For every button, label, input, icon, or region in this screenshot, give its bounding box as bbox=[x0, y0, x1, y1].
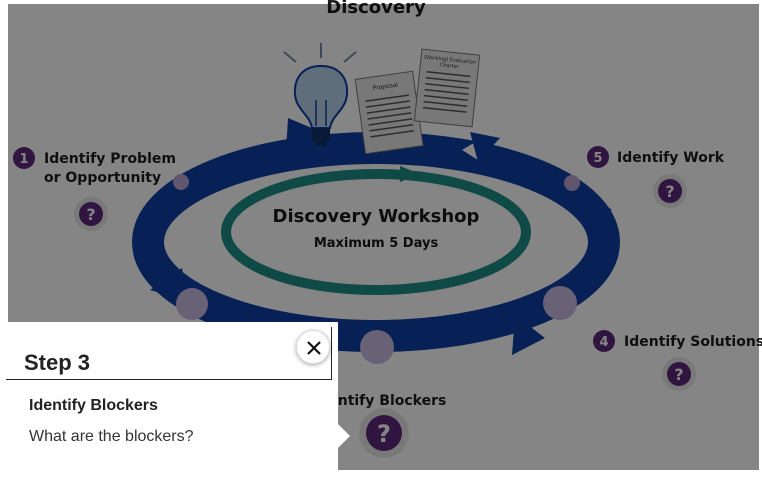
step-dot-1 bbox=[173, 174, 189, 190]
step-popup: Step 3 Identify Blockers What are the bl… bbox=[0, 322, 350, 478]
step-4-label: Identify Solutions bbox=[624, 334, 762, 350]
step-4-badge bbox=[593, 330, 615, 352]
help-icon: ? bbox=[377, 420, 391, 448]
step-4-number: 4 bbox=[599, 335, 608, 350]
close-icon bbox=[307, 341, 321, 355]
workshop-ring bbox=[221, 166, 531, 295]
proposal-title: Proposal bbox=[372, 81, 399, 92]
charter-document: (Working) Evaluation Charter bbox=[413, 48, 481, 128]
step-1-badge bbox=[13, 147, 35, 169]
diagram-title: Discovery bbox=[326, 0, 426, 18]
step-5-badge bbox=[587, 146, 609, 168]
popup-header bbox=[6, 327, 332, 380]
center-title: Discovery Workshop bbox=[273, 206, 480, 227]
step-dot-2 bbox=[176, 288, 208, 320]
step-3-label-group: Identify Blockers bbox=[313, 393, 446, 409]
step-dot-3 bbox=[360, 330, 394, 364]
charter-title-line1: (Working) Evaluation bbox=[424, 54, 477, 65]
step-5-number: 5 bbox=[593, 151, 602, 166]
step-5-label-group: 5 Identify Work bbox=[587, 146, 725, 168]
lightbulb-icon bbox=[283, 43, 357, 146]
center-subtitle: Maximum 5 Days bbox=[314, 236, 439, 251]
help-icon: ? bbox=[674, 365, 683, 384]
close-button[interactable] bbox=[296, 330, 330, 364]
charter-title-line2: Charter bbox=[440, 62, 460, 70]
step-1-label: Identify Problem bbox=[44, 151, 176, 167]
popup-pointer bbox=[336, 422, 350, 450]
step-3-help-button[interactable]: ? bbox=[359, 408, 409, 458]
help-icon: ? bbox=[665, 182, 674, 201]
popup-step-label: Step 3 bbox=[24, 350, 91, 375]
step-1-label-line2: or Opportunity bbox=[44, 170, 161, 186]
popup-title: Identify Blockers bbox=[29, 397, 158, 414]
step-3-label: Identify Blockers bbox=[313, 393, 446, 409]
step-1-help-button[interactable]: ? bbox=[74, 197, 108, 231]
step-1-number: 1 bbox=[19, 152, 28, 167]
proposal-document: Proposal bbox=[354, 70, 424, 155]
step-5-label: Identify Work bbox=[617, 150, 725, 166]
step-dot-5 bbox=[564, 175, 580, 191]
step-4-help-button[interactable]: ? bbox=[662, 357, 696, 391]
step-5-help-button[interactable]: ? bbox=[653, 174, 687, 208]
step-dot-4 bbox=[543, 286, 577, 320]
help-icon: ? bbox=[86, 205, 95, 224]
step-1-label-group: 1 Identify Problem or Opportunity bbox=[13, 147, 176, 186]
step-4-label-group: 4 Identify Solutions bbox=[593, 330, 762, 352]
popup-question: What are the blockers? bbox=[29, 428, 194, 445]
